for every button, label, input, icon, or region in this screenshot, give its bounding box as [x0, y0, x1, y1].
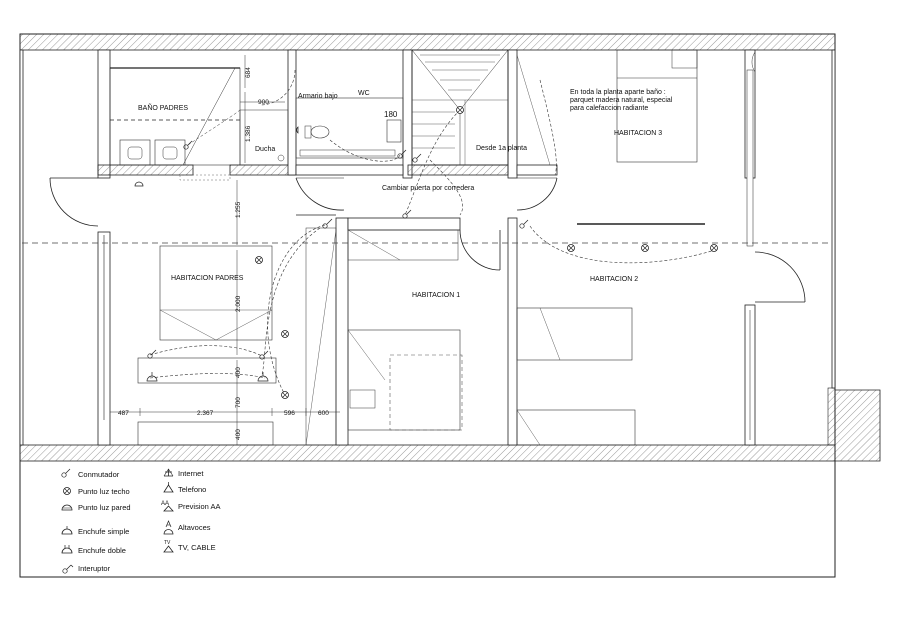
switch-icon [322, 218, 333, 229]
legend-enchufe-simple: Enchufe simple [78, 527, 129, 536]
socket-icon [296, 126, 299, 134]
switch-icon [397, 149, 407, 159]
dim-2367: 2.367 [197, 410, 214, 417]
floor-note-line-3: para calefaccion radiante [570, 105, 648, 112]
dim-400-a: 400 [235, 367, 242, 378]
legend-prevision-aa: Prevision AA [178, 502, 221, 511]
switch-icon [61, 468, 71, 478]
ceiling-light-icon [456, 106, 464, 114]
switch-icon [412, 153, 422, 163]
interuptor-icon [62, 564, 74, 574]
note-cambiar-puerta: Cambiar puerta por corredera [382, 185, 474, 192]
bottom-wall [19, 444, 836, 462]
air-conditioning-icon [163, 505, 174, 512]
label-habitacion-3: HABITACION 3 [614, 130, 662, 137]
legend-internet: Internet [178, 469, 204, 478]
switch-icon [259, 350, 269, 360]
dim-1386: 1.386 [245, 125, 252, 142]
internet-icon [163, 468, 174, 477]
switch-icon [402, 209, 412, 219]
legend-interuptor: Interuptor [78, 564, 111, 573]
dim-684: 684 [245, 67, 252, 78]
label-ducha: Ducha [255, 146, 275, 153]
dim-487: 487 [118, 410, 129, 417]
ceiling-light-icon [710, 244, 718, 252]
label-desde-1a-planta: Desde 1a planta [476, 145, 527, 152]
ceiling-light-icon [281, 391, 289, 399]
label-habitacion-1: HABITACION 1 [412, 292, 460, 299]
plan-frame [19, 33, 836, 578]
simple-socket-icon [61, 526, 73, 535]
socket-icon [146, 372, 158, 382]
tv-cable-icon [163, 545, 174, 553]
label-armario-bajo: Armario bajo [298, 93, 338, 100]
legend-punto-luz-pared: Punto luz pared [78, 503, 131, 512]
top-wall [19, 33, 836, 51]
dim-700: 700 [235, 397, 242, 408]
right-wall [831, 49, 836, 389]
speaker-icon [163, 520, 174, 535]
legend: Conmutador Punto luz techo Punto luz par… [61, 468, 221, 574]
dim-596: 596 [284, 410, 295, 417]
legend-conmutador: Conmutador [78, 470, 120, 479]
floor-note-line-2: parquet madera natural, especial [570, 97, 673, 104]
legend-altavoces: Altavoces [178, 523, 211, 532]
ceiling-light-icon [567, 244, 575, 252]
label-wc: WC [358, 90, 370, 97]
switch-icon [147, 349, 157, 359]
switch-icon [183, 140, 193, 150]
ceiling-light-icon [641, 244, 649, 252]
legend-enchufe-doble: Enchufe doble [78, 546, 126, 555]
dim-900: 900 [258, 99, 269, 106]
wall-light-icon [61, 504, 73, 511]
dim-600: 600 [318, 410, 329, 417]
legend-telefono: Telefono [178, 485, 206, 494]
label-habitacion-padres: HABITACION PADRES [171, 275, 244, 282]
dim-1255: 1.255 [235, 201, 242, 218]
dim-2000: 2.000 [235, 295, 242, 312]
socket-icon [257, 372, 269, 382]
switch-icon [519, 219, 529, 229]
dim-400-b: 400 [235, 429, 242, 440]
ceiling-light-icon [281, 330, 289, 338]
legend-punto-luz-techo: Punto luz techo [78, 487, 130, 496]
tv-glyph: TV [164, 540, 171, 546]
telephone-icon [163, 482, 174, 493]
ceiling-light-icon [63, 487, 71, 495]
socket-icon [134, 181, 144, 187]
dim-180: 180 [384, 110, 398, 119]
floor-note-line-1: En toda la planta aparte baño : [570, 89, 666, 96]
label-bano-padres: BAÑO PADRES [138, 103, 188, 112]
label-habitacion-2: HABITACION 2 [590, 276, 638, 283]
double-socket-icon [61, 545, 73, 554]
right-wall-block [834, 389, 881, 462]
left-wall [19, 49, 24, 446]
ceiling-light-icon [255, 256, 263, 264]
aa-glyph: AA [161, 501, 169, 507]
legend-tv-cable: TV, CABLE [178, 543, 216, 552]
